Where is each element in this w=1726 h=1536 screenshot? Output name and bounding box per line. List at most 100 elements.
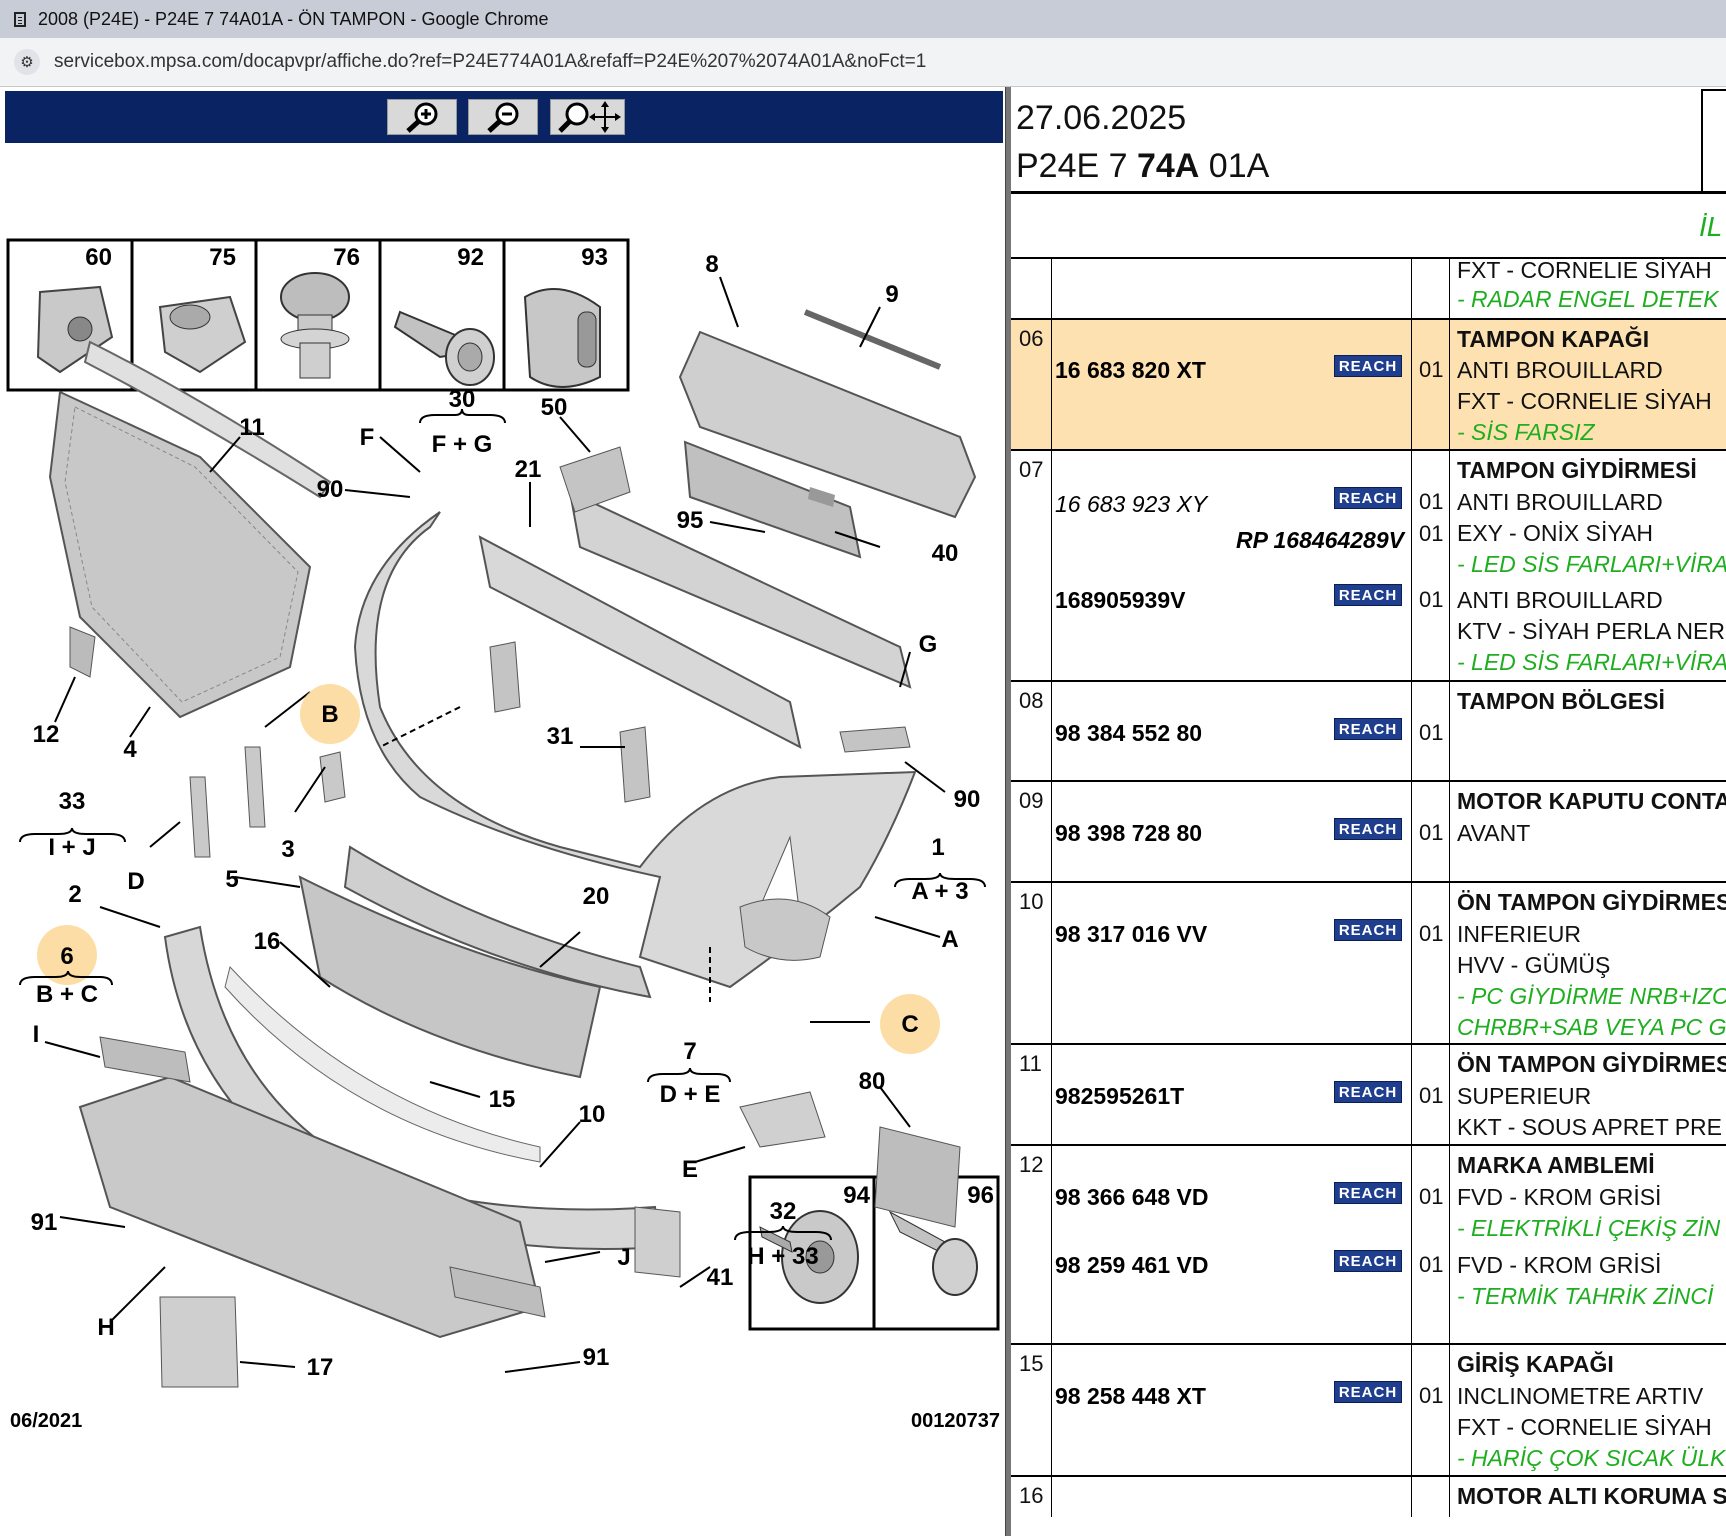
part-number[interactable]: 98 317 016 VV bbox=[1055, 921, 1208, 947]
table-row[interactable]: 11 982595261T REACH 01 ÖN TAMPON GİYDİRM… bbox=[1011, 1045, 1726, 1146]
window-title: 2008 (P24E) - P24E 7 74A01A - ÖN TAMPON … bbox=[38, 8, 549, 29]
callout[interactable]: H bbox=[97, 1314, 114, 1341]
callout[interactable]: 16 bbox=[254, 928, 281, 955]
row-desc-green: - ELEKTRİKLİ ÇEKİŞ ZİN bbox=[1457, 1215, 1721, 1241]
absorber-part[interactable] bbox=[478, 446, 912, 749]
reach-badge: REACH bbox=[1334, 355, 1402, 377]
callout[interactable]: 32 bbox=[770, 1198, 797, 1225]
thumb-label: 75 bbox=[209, 244, 236, 271]
part-number[interactable]: 16 683 820 XT bbox=[1055, 357, 1206, 383]
callout[interactable]: J bbox=[617, 1244, 630, 1271]
callout[interactable]: 30 bbox=[449, 386, 476, 413]
address-bar[interactable]: ⚙ servicebox.mpsa.com/docapvpr/affiche.d… bbox=[0, 38, 1726, 87]
url-text[interactable]: servicebox.mpsa.com/docapvpr/affiche.do?… bbox=[54, 51, 927, 72]
part-number[interactable]: 98 398 728 80 bbox=[1055, 820, 1203, 846]
callout[interactable]: 2 bbox=[68, 881, 81, 908]
ref-part-c: 01A bbox=[1199, 147, 1270, 185]
callout[interactable]: F + G bbox=[432, 431, 493, 458]
row-desc-green: - SİS FARSIZ bbox=[1457, 419, 1595, 445]
callout[interactable]: C bbox=[901, 1011, 918, 1038]
callout[interactable]: 90 bbox=[954, 786, 981, 813]
part-number[interactable]: 982595261T bbox=[1055, 1083, 1185, 1109]
replacement-part[interactable]: RP 168464289V bbox=[1236, 527, 1404, 553]
callout[interactable]: 5 bbox=[225, 866, 238, 893]
lower-grille-part[interactable] bbox=[298, 845, 652, 1079]
callout[interactable]: E bbox=[682, 1156, 698, 1183]
part-number[interactable]: 168905939V bbox=[1055, 587, 1186, 613]
grille-part[interactable] bbox=[48, 340, 332, 719]
callout[interactable]: A + 3 bbox=[911, 878, 968, 905]
part-number[interactable]: 98 384 552 80 bbox=[1055, 720, 1203, 746]
part-number[interactable]: 16 683 923 XY bbox=[1055, 491, 1208, 517]
callout[interactable]: D + E bbox=[660, 1081, 721, 1108]
zoom-out-button[interactable] bbox=[468, 99, 538, 135]
parts-diagram[interactable]: 60 75 76 92 93 94 96 bbox=[0, 147, 1005, 1447]
callout[interactable]: 12 bbox=[33, 721, 60, 748]
callout[interactable]: 6 bbox=[60, 943, 73, 970]
part-number[interactable]: 98 258 448 XT bbox=[1055, 1383, 1206, 1409]
callout[interactable]: 11 bbox=[239, 414, 264, 441]
row-desc-green: CHRBR+SAB VEYA PC G bbox=[1457, 1014, 1726, 1040]
callout[interactable]: 91 bbox=[31, 1209, 58, 1236]
upper-support-part[interactable] bbox=[678, 309, 977, 559]
table-row[interactable]: 16 MOTOR ALTI KORUMA S bbox=[1011, 1477, 1726, 1517]
zoom-in-button[interactable] bbox=[387, 99, 457, 135]
callout[interactable]: 80 bbox=[859, 1068, 886, 1095]
callout[interactable]: 90 bbox=[317, 476, 344, 503]
callout[interactable]: 8 bbox=[705, 251, 718, 278]
table-row[interactable]: 10 98 317 016 VV REACH 01 ÖN TAMPON GİYD… bbox=[1011, 883, 1726, 1045]
site-settings-icon[interactable]: ⚙ bbox=[14, 49, 40, 75]
row-desc: INCLINOMETRE ARTIV bbox=[1457, 1383, 1704, 1409]
thumb-label: 92 bbox=[457, 244, 484, 271]
callout[interactable]: 50 bbox=[541, 394, 568, 421]
callout[interactable]: 21 bbox=[515, 456, 542, 483]
zoom-pan-button[interactable] bbox=[550, 99, 625, 135]
row-desc: HVV - GÜMÜŞ bbox=[1457, 952, 1611, 978]
highlight-bubble bbox=[37, 925, 97, 985]
part-number[interactable]: 98 366 648 VD bbox=[1055, 1184, 1209, 1210]
callout[interactable]: 20 bbox=[583, 883, 610, 910]
table-row[interactable]: 12 98 366 648 VD REACH 01 98 259 461 VD … bbox=[1011, 1146, 1726, 1345]
table-row[interactable]: 15 98 258 448 XT REACH 01 GİRİŞ KAPAĞI I… bbox=[1011, 1345, 1726, 1477]
callout[interactable]: 40 bbox=[932, 540, 959, 567]
callout[interactable]: 9 bbox=[885, 281, 898, 308]
zoom-out-icon bbox=[487, 102, 519, 133]
under-shield-part[interactable] bbox=[78, 1036, 546, 1388]
callout[interactable]: 4 bbox=[123, 736, 137, 763]
callout[interactable]: B bbox=[321, 701, 338, 728]
callout[interactable]: 3 bbox=[281, 836, 294, 863]
pane-divider[interactable] bbox=[1005, 87, 1012, 1536]
callout[interactable]: 1 bbox=[931, 834, 944, 861]
callout[interactable]: I bbox=[33, 1021, 40, 1048]
part-number[interactable]: 98 259 461 VD bbox=[1055, 1252, 1209, 1278]
callout[interactable]: 95 bbox=[677, 507, 704, 534]
callout[interactable]: H + 33 bbox=[747, 1243, 818, 1270]
table-row[interactable]: 06 16 683 820 XT REACH 01 TAMPON KAPAĞI … bbox=[1011, 320, 1726, 451]
table-row[interactable]: 07 16 683 923 XY REACH 01 RP 168464289V … bbox=[1011, 451, 1726, 682]
reach-badge: REACH bbox=[1334, 818, 1402, 840]
table-row[interactable]: 09 98 398 728 80 REACH 01 MOTOR KAPUTU C… bbox=[1011, 782, 1726, 883]
callout[interactable]: D bbox=[127, 868, 144, 895]
callout[interactable]: 91 bbox=[583, 1344, 610, 1371]
callout[interactable]: 10 bbox=[579, 1101, 606, 1128]
diagram-pane: 60 75 76 92 93 94 96 bbox=[0, 87, 1005, 1536]
callout[interactable]: I + J bbox=[48, 834, 95, 861]
callout[interactable]: 31 bbox=[547, 723, 574, 750]
bumper-cover-part[interactable] bbox=[353, 511, 917, 989]
callout[interactable]: A bbox=[941, 926, 958, 953]
callout[interactable]: 15 bbox=[489, 1086, 516, 1113]
callout[interactable]: G bbox=[919, 631, 938, 658]
callout[interactable]: 17 bbox=[307, 1354, 334, 1381]
table-row[interactable]: FXT - CORNELIE SİYAH - RADAR ENGEL DETEK bbox=[1011, 257, 1726, 320]
callout[interactable]: 7 bbox=[683, 1038, 696, 1065]
row-desc: FXT - CORNELIE SİYAH bbox=[1457, 1414, 1712, 1440]
callout[interactable]: F bbox=[360, 424, 375, 451]
reach-badge: REACH bbox=[1334, 584, 1402, 606]
table-row[interactable]: 08 98 384 552 80 REACH 01 TAMPON BÖLGESİ bbox=[1011, 682, 1726, 782]
thumb-label: 94 bbox=[843, 1182, 870, 1209]
callout[interactable]: 41 bbox=[707, 1264, 734, 1291]
callout[interactable]: B + C bbox=[36, 981, 98, 1008]
row-desc-green: - PC GİYDİRME NRB+IZO bbox=[1457, 983, 1726, 1009]
row-number: 09 bbox=[1019, 788, 1044, 813]
callout[interactable]: 33 bbox=[59, 788, 86, 815]
